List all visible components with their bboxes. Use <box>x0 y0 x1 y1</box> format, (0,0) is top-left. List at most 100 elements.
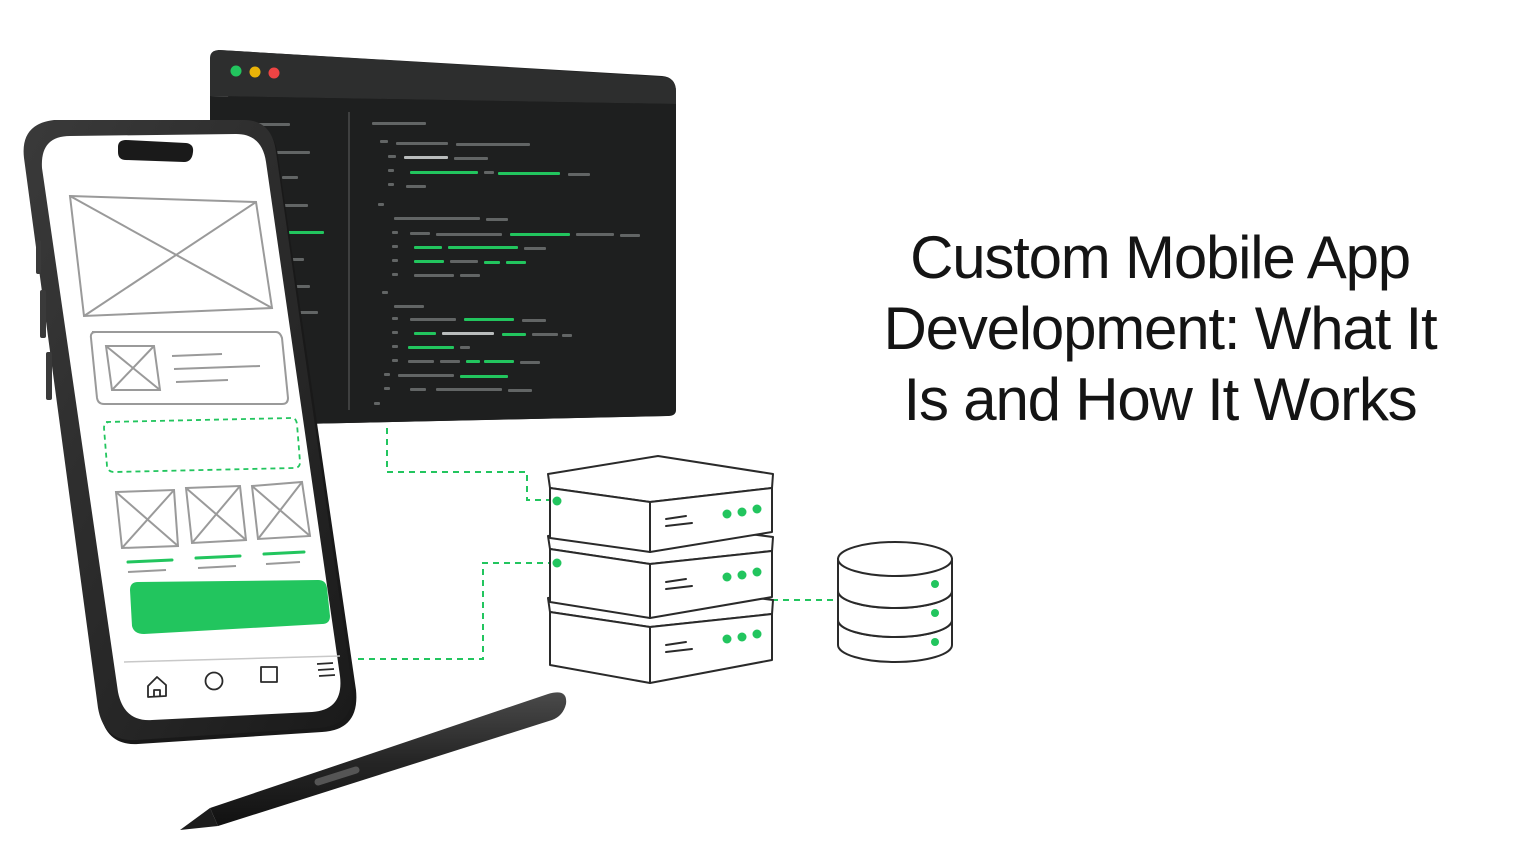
code-line <box>532 333 558 336</box>
window-control-green[interactable] <box>230 65 242 77</box>
code-line <box>414 332 436 335</box>
code-editor-window <box>210 50 676 424</box>
circle-icon[interactable] <box>204 671 224 691</box>
code-line <box>396 142 448 145</box>
headline-line-2: Development: What It <box>883 295 1438 362</box>
database-icon <box>837 541 953 663</box>
code-line <box>456 143 530 146</box>
code-line <box>392 331 398 334</box>
code-line <box>392 231 398 234</box>
window-control-yellow[interactable] <box>249 66 261 78</box>
code-line <box>498 172 560 175</box>
code-line <box>406 185 426 188</box>
file-tree-line <box>298 311 318 314</box>
code-line <box>460 375 508 378</box>
code-line <box>408 346 454 349</box>
menu-icon[interactable] <box>316 662 336 677</box>
code-line <box>436 233 502 236</box>
server-unit-1 <box>547 455 774 553</box>
code-line <box>414 260 444 263</box>
code-line <box>486 218 508 221</box>
server-status-leds <box>552 496 762 644</box>
code-line <box>388 183 394 186</box>
code-line <box>388 169 394 172</box>
code-line <box>392 359 398 362</box>
code-line <box>568 173 590 176</box>
server-stack <box>547 455 774 684</box>
stylus-pen <box>180 692 567 830</box>
code-line <box>394 217 480 220</box>
connector-phone-server <box>358 562 556 660</box>
code-line <box>502 333 526 336</box>
square-icon[interactable] <box>260 666 278 683</box>
home-icon[interactable] <box>147 676 167 698</box>
code-line <box>392 317 398 320</box>
code-line <box>464 318 514 321</box>
file-tree-line <box>282 204 308 207</box>
pen-button <box>314 766 360 786</box>
code-line <box>394 305 424 308</box>
code-line <box>382 291 388 294</box>
code-line <box>442 332 494 335</box>
code-line <box>436 388 502 391</box>
code-line <box>454 157 488 160</box>
file-tree-line <box>290 258 304 261</box>
headline: Custom Mobile App Development: What It I… <box>840 222 1480 435</box>
phone-screen <box>41 134 341 721</box>
smartphone <box>23 120 357 745</box>
list-card <box>89 331 290 405</box>
code-line <box>384 387 390 390</box>
file-tree-line <box>254 123 290 126</box>
code-line <box>392 345 398 348</box>
code-line <box>508 389 532 392</box>
code-line <box>484 360 514 363</box>
code-line <box>378 203 384 206</box>
code-line <box>384 373 390 376</box>
database-status-leds <box>931 580 939 646</box>
grid-caption-accents <box>126 550 306 564</box>
dynamic-island <box>118 140 194 162</box>
headline-line-3: Is and How It Works <box>903 366 1418 433</box>
code-line <box>410 318 456 321</box>
code-line <box>410 388 426 391</box>
phone-tab-bar <box>147 662 336 698</box>
connector-editor-server <box>386 428 556 501</box>
code-line <box>562 334 572 337</box>
code-line <box>484 171 494 174</box>
phone-side-button <box>36 240 41 274</box>
file-tree-line <box>286 231 324 234</box>
window-control-red[interactable] <box>268 67 280 79</box>
code-line <box>524 247 546 250</box>
file-tree-line <box>294 285 310 288</box>
code-line <box>520 361 540 364</box>
code-line <box>392 273 398 276</box>
code-line <box>506 261 526 264</box>
code-line <box>392 259 398 262</box>
code-line <box>576 233 614 236</box>
server-vents <box>665 515 693 653</box>
code-line <box>460 274 480 277</box>
tab-bar-divider <box>123 655 341 663</box>
input-field-placeholder[interactable] <box>103 417 301 473</box>
window-title-bar <box>210 50 676 104</box>
code-line <box>388 155 396 158</box>
code-line <box>372 122 426 125</box>
connector-lines <box>358 428 838 660</box>
code-line <box>392 245 398 248</box>
code-line <box>466 360 480 363</box>
code-line <box>408 360 434 363</box>
code-line <box>522 319 546 322</box>
file-tree-line <box>282 176 298 179</box>
code-line <box>380 140 388 143</box>
primary-action-button[interactable] <box>130 580 330 634</box>
code-line <box>374 402 380 405</box>
volume-up-button <box>40 290 46 338</box>
volume-down-button <box>46 352 52 400</box>
code-line <box>460 346 470 349</box>
code-line <box>510 233 570 236</box>
file-tree-line <box>270 151 310 154</box>
code-line <box>620 234 640 237</box>
headline-line-1: Custom Mobile App <box>910 224 1411 291</box>
code-line <box>404 156 448 159</box>
code-line <box>414 274 454 277</box>
